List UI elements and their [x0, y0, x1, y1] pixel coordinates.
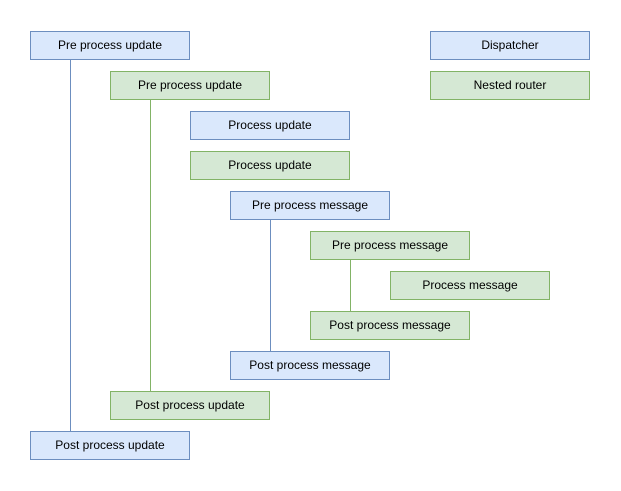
node-label: Pre process message [251, 198, 369, 213]
node-label: Post process message [249, 358, 371, 373]
node-process-message-green: Process message [390, 271, 550, 300]
node-label: Post process update [55, 438, 165, 453]
node-post-process-update-blue: Post process update [30, 431, 190, 460]
node-pre-process-update-blue: Pre process update [30, 31, 190, 60]
node-label: Post process update [135, 398, 245, 413]
connector-process-message-span-green [350, 260, 351, 311]
node-label: Pre process update [137, 78, 243, 93]
node-process-update-green: Process update [190, 151, 350, 180]
connector-process-update-span-green [150, 100, 151, 391]
node-post-process-message-green: Post process message [310, 311, 470, 340]
node-label: Process update [228, 118, 312, 133]
node-label: Process update [228, 158, 312, 173]
node-label: Dispatcher [481, 38, 539, 53]
node-label: Process message [422, 278, 518, 293]
node-pre-process-update-green: Pre process update [110, 71, 270, 100]
node-label: Pre process message [331, 238, 449, 253]
node-post-process-update-green: Post process update [110, 391, 270, 420]
node-label: Post process message [329, 318, 451, 333]
connector-process-message-span-blue [270, 220, 271, 351]
node-post-process-message-blue: Post process message [230, 351, 390, 380]
node-nested-router: Nested router [430, 71, 590, 100]
connector-process-update-span-blue [70, 60, 71, 431]
node-process-update-blue: Process update [190, 111, 350, 140]
node-dispatcher: Dispatcher [430, 31, 590, 60]
node-label: Pre process update [57, 38, 163, 53]
node-pre-process-message-green: Pre process message [310, 231, 470, 260]
node-label: Nested router [473, 78, 547, 93]
node-pre-process-message-blue: Pre process message [230, 191, 390, 220]
